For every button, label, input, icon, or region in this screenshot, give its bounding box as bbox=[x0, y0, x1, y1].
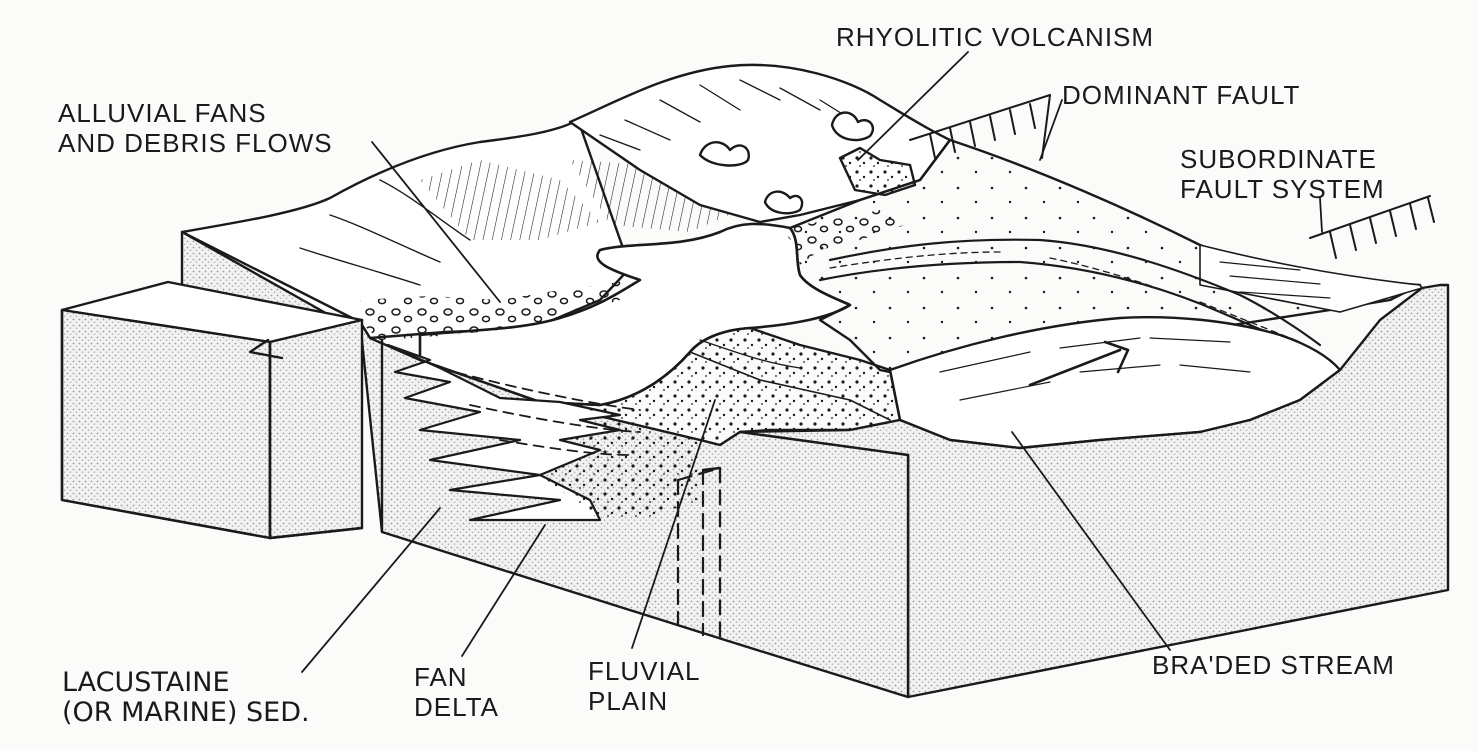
leader-lines bbox=[301, 51, 1323, 673]
leader-alluvial-fans bbox=[371, 141, 501, 303]
leader-fan-delta bbox=[461, 524, 546, 657]
dominant-fault-symbol bbox=[909, 94, 1051, 159]
leader-fluvial-plain bbox=[631, 399, 716, 649]
leader-subordinate-fault bbox=[1319, 197, 1323, 233]
subordinate-fault-symbol bbox=[1309, 195, 1435, 259]
label-braided-stream: BRA'DED STREAM bbox=[1152, 650, 1395, 680]
left-fault-block bbox=[60, 280, 364, 540]
label-subordinate-fault-line2: FAULT SYSTEM bbox=[1180, 174, 1385, 204]
label-fan-delta-line2: DELTA bbox=[414, 692, 499, 722]
label-rhyolitic-volcanism: RHYOLITIC VOLCANISM bbox=[836, 22, 1155, 52]
label-fluvial-plain-line2: PLAIN bbox=[588, 686, 669, 716]
leader-rhyolitic-volcanism bbox=[857, 51, 969, 161]
leader-lacustrine bbox=[301, 507, 441, 673]
label-fluvial-plain-line1: FLUVIAL bbox=[588, 656, 701, 686]
volcanic-upland bbox=[568, 63, 952, 224]
leader-dominant-fault bbox=[1039, 99, 1063, 161]
braided-stream-channel bbox=[818, 238, 1322, 348]
fluvial-plain-surface bbox=[788, 138, 1423, 382]
label-fan-delta-line1: FAN bbox=[414, 662, 468, 692]
middle-terrace bbox=[888, 315, 1342, 450]
label-lacustrine-line2: (OR MARINE) SED. bbox=[62, 697, 310, 728]
label-lacustrine-line1: LACUSTAINE bbox=[62, 667, 230, 698]
front-cross-section bbox=[358, 320, 910, 699]
label-dominant-fault: DOMINANT FAULT bbox=[1062, 80, 1301, 110]
label-alluvial-fans-line1: ALLUVIAL FANS bbox=[58, 98, 267, 128]
label-subordinate-fault-line1: SUBORDINATE bbox=[1180, 144, 1377, 174]
label-alluvial-fans-line2: AND DEBRIS FLOWS bbox=[58, 128, 333, 158]
leader-braided-stream bbox=[1011, 431, 1171, 651]
